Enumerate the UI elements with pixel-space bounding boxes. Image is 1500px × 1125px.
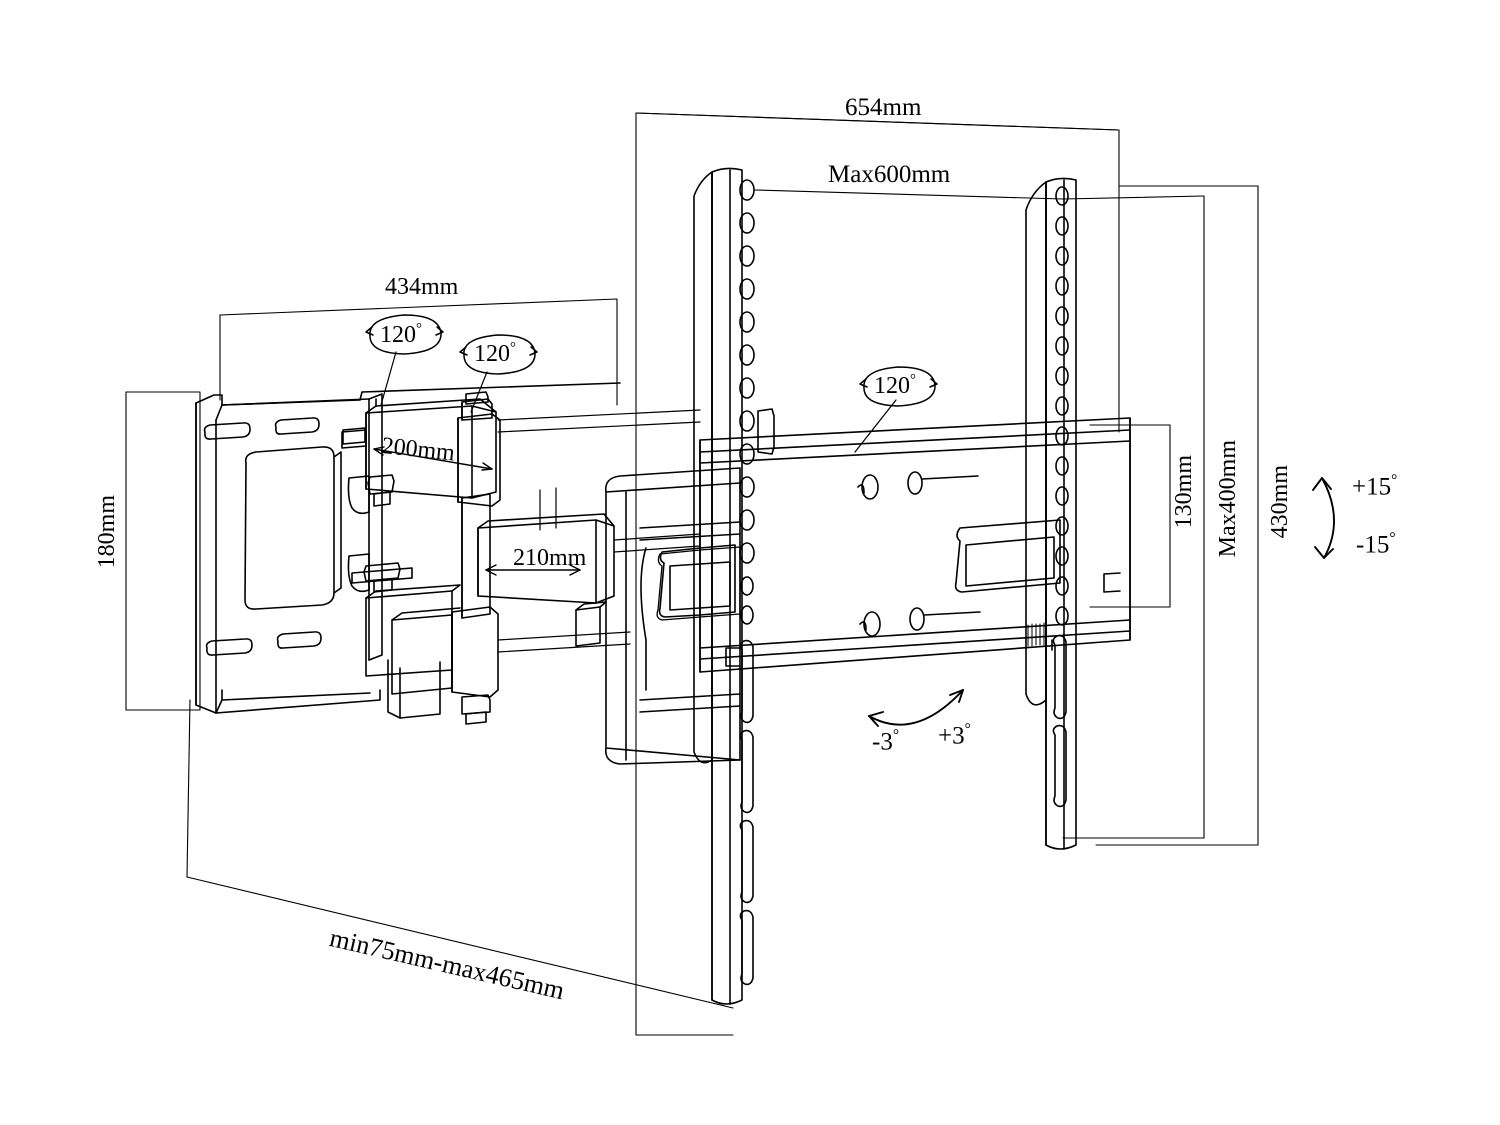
- angle-ring-c: [859, 366, 938, 407]
- rail-slots-left: [739, 639, 754, 986]
- angle-leaders: [380, 351, 897, 453]
- angle-label-tilt-up: +15°: [1352, 472, 1398, 501]
- angle-label-roll-right: +3°: [938, 721, 971, 750]
- angle-label-b: 120°: [474, 340, 516, 367]
- arm-vertical-post: [461, 493, 491, 619]
- angle-label-a: 120°: [380, 321, 422, 348]
- arm-pivot-lower: [451, 606, 499, 725]
- angle-arrow-roll: [868, 689, 964, 727]
- degree-symbol-a: °: [416, 321, 422, 337]
- arm-stubs: [341, 429, 607, 647]
- angle-ring-a: [365, 314, 444, 355]
- degree-symbol-tilt-down: °: [1389, 530, 1396, 547]
- dim-label-654: 654mm: [845, 94, 922, 121]
- degree-symbol-c: °: [910, 372, 916, 388]
- arm-pivot-upper: [457, 391, 501, 507]
- angle-ring-b: [459, 334, 538, 375]
- rail-slots-right: [1051, 634, 1067, 808]
- dim-label-180: 180mm: [94, 495, 120, 569]
- dim-label-430: 430mm: [1267, 465, 1293, 539]
- dim-arrows: [373, 446, 581, 576]
- tv-rail-right: [1025, 177, 1077, 850]
- dim-label-210: 210mm: [513, 545, 587, 571]
- tv-rail-left: [693, 167, 775, 1005]
- horizontal-rail: [656, 417, 1131, 673]
- link-bars: [497, 409, 701, 653]
- articulating-arm-lower: [477, 513, 615, 604]
- angle-label-c: 120°: [874, 372, 916, 399]
- dim-label-130: 130mm: [1171, 455, 1197, 529]
- dim-label-max600: Max600mm: [828, 161, 951, 188]
- dimension-frames: [125, 112, 1259, 1036]
- rail-holes-left: [739, 179, 755, 625]
- angle-arrow-tilt: [1312, 477, 1335, 559]
- tilt-head-plate: [604, 467, 741, 765]
- degree-symbol-tilt-up: °: [1391, 472, 1398, 489]
- dim-label-434: 434mm: [385, 274, 459, 300]
- dim-label-max400: Max400mm: [1215, 440, 1241, 558]
- pivot-bolts: [351, 474, 413, 593]
- lower-bracket: [365, 584, 461, 719]
- degree-symbol-roll-left: °: [892, 727, 900, 744]
- angle-label-tilt-down: -15°: [1356, 530, 1396, 559]
- wall-plate: [195, 382, 621, 714]
- degree-symbol-roll-right: °: [964, 721, 971, 738]
- degree-symbol-b: °: [510, 340, 516, 356]
- angle-label-roll-left: -3°: [872, 727, 900, 756]
- rail-holes-right: [1055, 186, 1069, 626]
- articulating-arm-upper: [365, 398, 497, 499]
